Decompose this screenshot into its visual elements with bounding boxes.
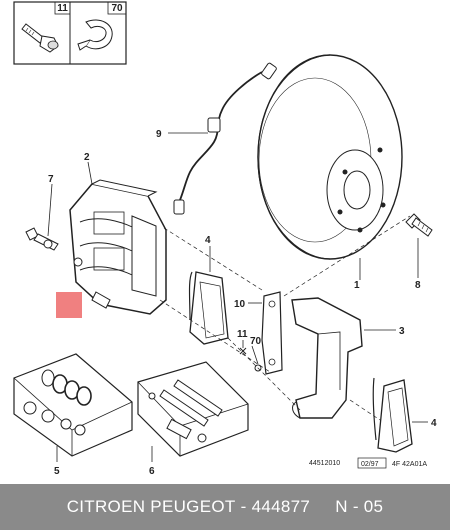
callout-7: 7 [48,174,54,185]
wear-sensor-cable [173,62,277,215]
exploded-parts-diagram: 11 70 [13,1,437,477]
brake-pad-outer [372,377,413,453]
callout-9: 9 [156,129,162,140]
callout-70: 70 [250,336,262,347]
bolt-icon [21,23,59,53]
callout-8: 8 [415,280,421,291]
brake-disc [257,54,403,260]
callout-5: 5 [54,466,60,477]
callout-2: 2 [84,152,90,163]
caliper-carrier [291,297,363,419]
callout-6: 6 [149,466,155,477]
page-reference: N - 05 [335,497,384,516]
alignment-lines [159,215,411,421]
callout-11: 11 [237,329,248,340]
footer-separator: - [235,497,252,516]
seal-kit-box [13,353,133,457]
drawing-number: 44512010 [309,460,340,467]
brake-caliper [69,179,167,315]
callout-10: 10 [234,299,246,310]
date-code: 02/97 [361,461,379,468]
footer-bar: CITROEN PEUGEOT - 444877 N - 05 [0,484,450,530]
callout-4-lower: 4 [431,418,437,429]
brake-pad-inner [188,271,229,345]
brand-label: CITROEN PEUGEOT [66,497,236,516]
inset-label-70: 70 [111,3,123,14]
reference-code: 4F 42A01A [392,461,427,468]
inset-label-11: 11 [57,3,68,14]
wheel-bolt [405,213,433,237]
pad-clip [261,291,283,375]
footer-gap [310,497,335,517]
callout-1: 1 [354,280,360,291]
guide-pin-kit-box [137,361,249,457]
callout-3: 3 [399,326,405,337]
circlip-icon [77,19,113,51]
leader-lines [47,132,428,462]
inset-box: 11 70 [13,1,127,65]
callout-4-upper: 4 [205,235,211,246]
date-code-box [357,457,387,469]
bolt-11-marker [239,347,247,355]
part-number: 444877 [251,497,311,516]
bleed-screw [25,227,59,251]
highlight-marker [56,292,82,318]
